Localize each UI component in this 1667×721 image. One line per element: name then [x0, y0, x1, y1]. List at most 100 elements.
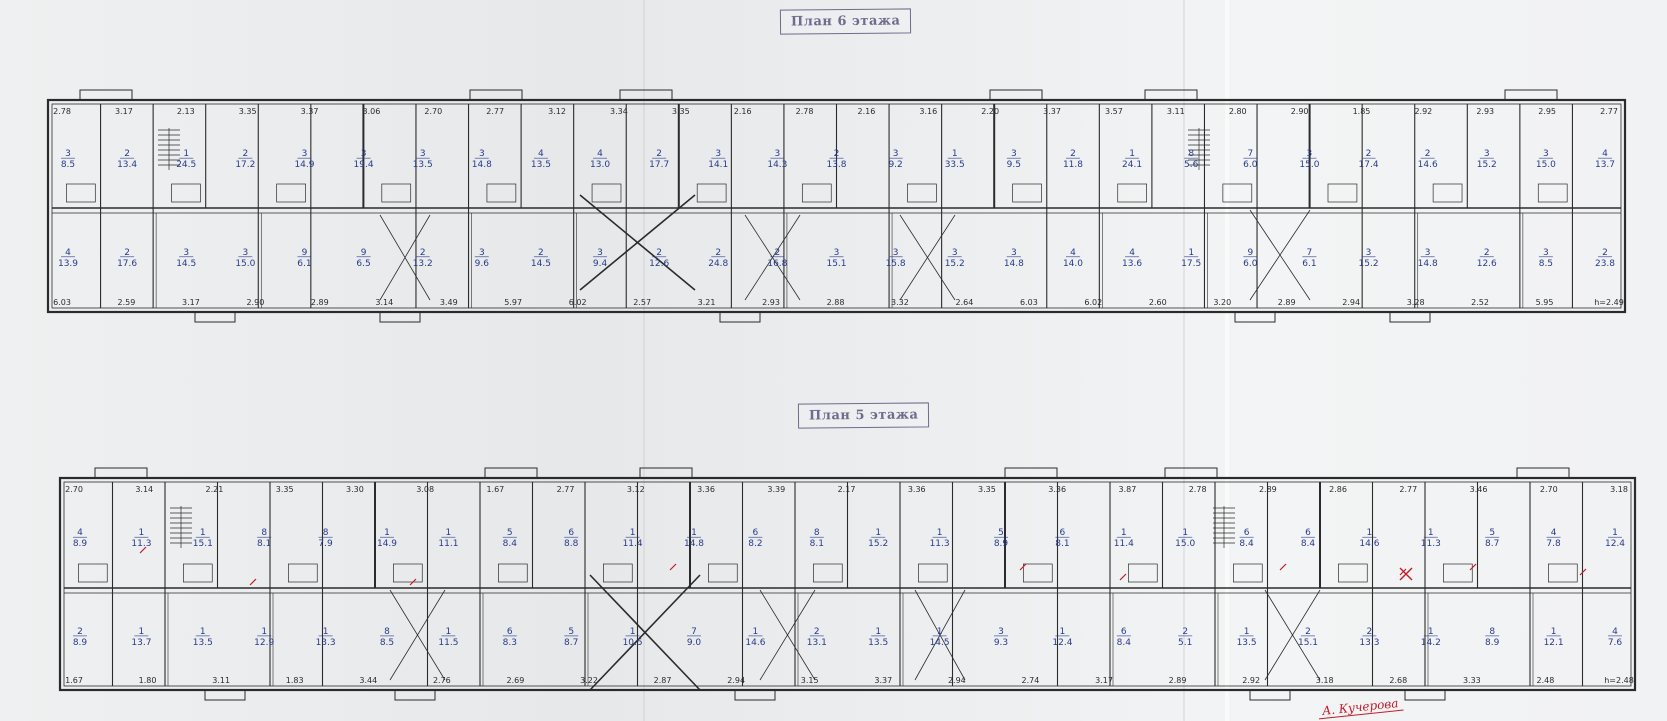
room-number: 6: [1060, 528, 1066, 538]
dimension-label: 2.77: [1399, 485, 1417, 494]
room-number: 1: [1188, 248, 1194, 258]
dimension-label: 2.16: [858, 107, 876, 116]
room-area: 13.4: [117, 160, 137, 170]
sanitary-box: [288, 563, 318, 583]
outer-wall: [46, 98, 1627, 314]
dimension-label: 2.94: [727, 676, 745, 685]
room-number: 1: [1129, 149, 1135, 159]
room-number: 1: [446, 627, 452, 637]
room-area: 13.7: [1595, 160, 1615, 170]
room-number: 3: [1011, 149, 1017, 159]
dimension-label: 3.35: [672, 107, 690, 116]
dimension-label: h=2.49: [1594, 298, 1624, 307]
balcony: [1516, 467, 1570, 479]
dimension-label: 1.85: [1353, 107, 1371, 116]
dimension-label: 3.20: [1213, 298, 1231, 307]
room-area: 14.5: [930, 638, 950, 648]
room-area: 15.0: [1299, 160, 1319, 170]
dimension-label: 3.22: [580, 676, 598, 685]
dimension-label: 3.44: [359, 676, 377, 685]
room-area: 17.4: [1359, 160, 1379, 170]
room-area: 16.8: [767, 259, 787, 269]
cross-line: [899, 214, 956, 301]
dimension-label: 2.93: [762, 298, 780, 307]
room-number: 2: [124, 149, 130, 159]
room-area: 13.5: [413, 160, 433, 170]
room-area: 14.5: [531, 259, 551, 269]
room-number: 3: [479, 248, 485, 258]
room-number: 3: [479, 149, 485, 159]
sanitary-box: [1023, 563, 1053, 583]
dimension-label: h=2.48: [1604, 676, 1634, 685]
dimension-label: 2.80: [1229, 107, 1247, 116]
outer-wall: [58, 476, 1637, 692]
room-number: 5: [998, 528, 1004, 538]
room-area: 7.8: [1546, 539, 1561, 549]
dimension-label: 3.11: [1167, 107, 1185, 116]
room-area: 8.1: [1055, 539, 1069, 549]
room-number: 8: [384, 627, 390, 637]
room-area: 15.1: [826, 259, 846, 269]
room-number: 2: [1182, 627, 1188, 637]
room-number: 1: [200, 627, 206, 637]
dimension-label: 2.70: [1540, 485, 1558, 494]
sanitary-box: [1012, 183, 1042, 203]
room-number: 1: [691, 528, 697, 538]
cross-line: [379, 214, 431, 301]
room-area: 15.2: [945, 259, 965, 269]
room-area: 9.5: [1007, 160, 1021, 170]
room-area: 14.2: [1421, 638, 1441, 648]
room-number: 8: [261, 528, 267, 538]
sanitary-box: [276, 183, 306, 203]
dimension-label: 2.89: [1278, 298, 1296, 307]
room-area: 13.5: [193, 638, 213, 648]
room-area: 7.6: [1608, 638, 1623, 648]
room-number: 2: [420, 248, 426, 258]
room-area: 13.3: [1359, 638, 1379, 648]
room-number: 1: [1182, 528, 1188, 538]
room-area: 8.9: [73, 638, 88, 648]
dimension-label: 2.76: [433, 676, 451, 685]
balcony: [1249, 689, 1291, 701]
room-area: 14.5: [176, 259, 196, 269]
balcony: [719, 311, 761, 323]
fold-line: [1183, 0, 1185, 721]
room-number: 1: [446, 528, 452, 538]
room-number: 5: [1489, 528, 1495, 538]
dimension-label: 3.08: [416, 485, 434, 494]
room-area: 10.5: [623, 638, 643, 648]
dimension-label: 3.17: [115, 107, 133, 116]
dimension-label: 3.49: [440, 298, 458, 307]
room-number: 3: [834, 248, 840, 258]
balcony: [484, 467, 538, 479]
cross-line: [589, 574, 701, 691]
balcony: [1504, 89, 1558, 101]
sanitary-box: [1128, 563, 1158, 583]
room-area: 24.5: [176, 160, 196, 170]
dimension-label: 2.92: [1242, 676, 1260, 685]
room-area: 8.5: [61, 160, 75, 170]
room-number: 9: [302, 248, 308, 258]
dimension-label: 3.14: [375, 298, 393, 307]
room-number: 4: [1129, 248, 1135, 258]
balcony: [1164, 467, 1218, 479]
dimension-label: 2.77: [1600, 107, 1618, 116]
room-area: 5.1: [1178, 638, 1192, 648]
dimension-label: 3.35: [978, 485, 996, 494]
dimension-label: 3.32: [891, 298, 909, 307]
dimension-label: 3.37: [301, 107, 319, 116]
room-number: 2: [1305, 627, 1311, 637]
room-number: 2: [834, 149, 840, 159]
sanitary-box: [66, 183, 96, 203]
cross-line: [914, 589, 966, 681]
room-area: 13.6: [1122, 259, 1142, 269]
red-ink-mark: [139, 546, 147, 554]
dimension-label: 3.30: [346, 485, 364, 494]
dimension-label: 1.83: [286, 676, 304, 685]
room-number: 6: [1305, 528, 1311, 538]
room-number: 9: [361, 248, 367, 258]
dimension-label: 2.78: [53, 107, 71, 116]
room-area: 11.3: [1421, 539, 1441, 549]
room-area: 6.0: [1243, 160, 1258, 170]
room-number: 3: [893, 248, 899, 258]
